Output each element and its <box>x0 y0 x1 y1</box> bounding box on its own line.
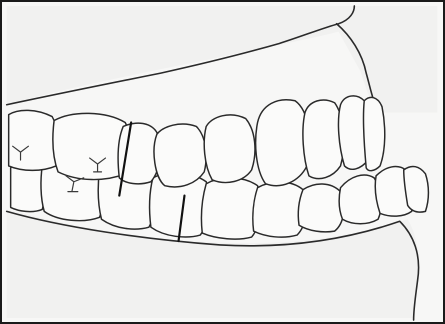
upper-tooth-9 <box>363 97 384 170</box>
upper-tooth-5 <box>204 115 255 183</box>
lower-tooth-7 <box>298 184 344 232</box>
dental-illustration <box>2 2 443 322</box>
lower-tooth-5 <box>201 178 260 239</box>
upper-tooth-4 <box>154 124 206 187</box>
upper-tooth-6 <box>256 100 310 186</box>
upper-tooth-7 <box>303 100 344 179</box>
upper-tooth-1 <box>9 110 60 170</box>
lower-tooth-10 <box>404 166 429 212</box>
